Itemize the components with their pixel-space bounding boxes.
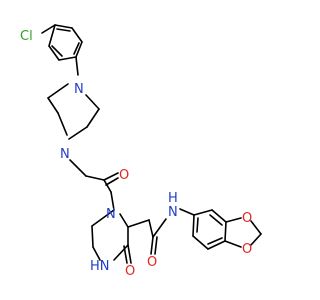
atom-n-piperazine-bottom: N bbox=[60, 147, 70, 162]
atom-o-acyl: O bbox=[119, 168, 129, 183]
piperazinone-ring bbox=[91, 209, 132, 264]
atom-n-amide: N bbox=[168, 205, 178, 220]
atom-hn-ring: HN bbox=[90, 259, 110, 274]
atom-h-amide: H bbox=[168, 191, 178, 206]
piperazine-ring bbox=[47, 83, 100, 140]
molecule-diagram: Cl N N O N N H HN O O O O bbox=[20, 24, 262, 279]
acyl-linker bbox=[69, 159, 119, 211]
benzodioxole-ring bbox=[192, 209, 262, 250]
atom-o-ring-carbonyl: O bbox=[125, 264, 135, 279]
atom-o-dioxole-top: O bbox=[242, 211, 252, 226]
chlorophenyl-ring bbox=[41, 24, 83, 76]
atom-cl: Cl bbox=[20, 29, 33, 44]
atom-o-amide: O bbox=[147, 255, 157, 270]
acetamide-chain bbox=[127, 208, 195, 255]
molecule-structure: Cl N N O N N H HN O O O O bbox=[20, 24, 262, 279]
atom-o-dioxole-bottom: O bbox=[242, 242, 252, 257]
atom-n-piperazine-top: N bbox=[74, 82, 84, 97]
atom-n-piperazinone: N bbox=[106, 207, 116, 222]
